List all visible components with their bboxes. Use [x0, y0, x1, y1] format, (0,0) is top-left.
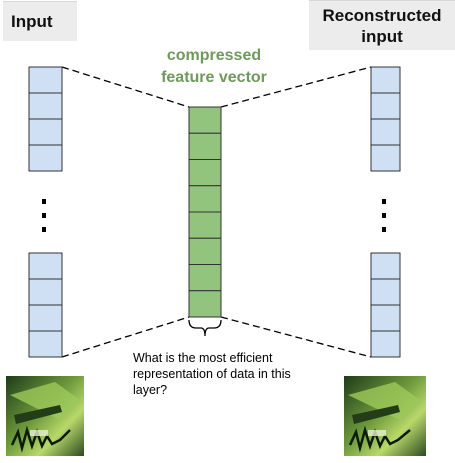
- feature-title-line2: feature vector: [161, 69, 267, 86]
- input-label-text: Input: [11, 12, 53, 31]
- input-vector-cell: [28, 252, 63, 280]
- reconstructed-label-line1: Reconstructed: [322, 6, 442, 25]
- bottleneck-cell: [188, 106, 222, 134]
- bottleneck-cell: [188, 132, 222, 160]
- bottleneck-cell: [188, 264, 222, 292]
- bottleneck-cell: [188, 237, 222, 265]
- bottleneck-cell: [188, 185, 222, 213]
- output-vector-cell: [370, 92, 401, 120]
- output-vector-cell: [370, 278, 401, 306]
- question-text: What is the most efficient representatio…: [133, 351, 291, 397]
- input-vector-cell: [28, 304, 63, 332]
- input-ellipsis-icon: [42, 199, 46, 232]
- connector-output-bottom: [220, 316, 372, 358]
- bottleneck-cell: [188, 290, 222, 318]
- output-vector-cell: [370, 330, 401, 358]
- input-vector-cell: [28, 118, 63, 146]
- feature-title-line1: compressed: [166, 47, 262, 64]
- bottleneck-vector: [188, 106, 222, 318]
- bottleneck-cell: [188, 159, 222, 187]
- input-vector-cell: [28, 278, 63, 306]
- connector-input-top: [61, 66, 190, 108]
- input-vector-cell: [28, 92, 63, 120]
- input-vector-cell: [28, 144, 63, 172]
- input-image: [6, 376, 84, 456]
- input-label: Input: [3, 1, 77, 41]
- output-vector: [370, 66, 401, 358]
- output-vector-cell: [370, 144, 401, 172]
- bottleneck-cell: [188, 211, 222, 239]
- output-vector-cell: [370, 118, 401, 146]
- feature-vector-title: compressed feature vector: [138, 45, 290, 89]
- input-vector: [28, 66, 63, 358]
- output-vector-cell: [370, 252, 401, 280]
- reconstructed-label-line2: input: [361, 27, 403, 46]
- output-vector-cell: [370, 304, 401, 332]
- connector-lines: [61, 66, 372, 358]
- output-ellipsis-icon: [382, 199, 386, 232]
- reconstructed-label: Reconstructed input: [309, 0, 455, 50]
- brace-icon: [188, 319, 222, 337]
- reconstructed-image: [344, 376, 426, 456]
- output-vector-cell: [370, 66, 401, 94]
- connector-input-bottom: [61, 316, 190, 358]
- connector-output-top: [220, 66, 372, 108]
- input-vector-cell: [28, 330, 63, 358]
- input-vector-cell: [28, 66, 63, 94]
